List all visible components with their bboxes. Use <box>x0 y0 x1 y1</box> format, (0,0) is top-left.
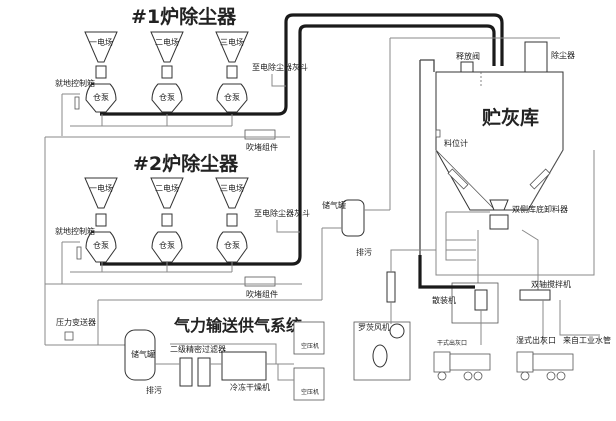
side-tank-icon <box>341 199 365 237</box>
side-air-tank: 储气罐 排污 <box>321 199 390 300</box>
boiler1-section: #1炉除尘器 一电场 仓泵 二电场 仓泵 三电场 仓泵 就地控制箱 至电 <box>45 5 308 152</box>
release-valve-label: 释放阀 <box>456 51 480 61</box>
boiler1-hopper-2: 二电场 仓泵 <box>150 31 184 113</box>
wet-truck-icon <box>516 351 574 381</box>
silencer-icon <box>386 271 396 303</box>
pump-label: 仓泵 <box>93 240 109 250</box>
boiler1-hopper-3: 三电场 仓泵 <box>215 31 249 113</box>
compressor-1-icon <box>293 321 325 355</box>
side-tank-label: 储气罐 <box>322 200 346 210</box>
local-control-label: 就地控制箱 <box>55 78 95 88</box>
boiler2-hopper-1: 一电场 仓泵 <box>84 177 118 263</box>
silo-title: 贮灰库 <box>481 106 539 129</box>
level-meter-label: 料位计 <box>444 138 468 148</box>
unloader-icon <box>489 214 509 230</box>
bulk-loader-icon <box>474 289 488 311</box>
side-drain-label: 排污 <box>356 247 372 257</box>
roots-blower-icon <box>389 323 405 339</box>
boiler2-hopper-3: 三电场 仓泵 <box>215 177 249 263</box>
air-tank-label: 储气罐 <box>131 349 155 359</box>
compressor-2-icon <box>293 367 325 401</box>
blowing-label: 吹堵组件 <box>246 142 278 152</box>
air-tank-icon <box>124 329 156 381</box>
hopper-label: 一电场 <box>89 37 113 47</box>
dust-collector-label: 除尘器 <box>551 50 575 60</box>
pump-label: 仓泵 <box>224 92 240 102</box>
roots-blower-label: 罗茨风机 <box>358 322 390 332</box>
pressure-transmitter-label: 压力变送器 <box>56 317 96 327</box>
boiler1-blowing-unit <box>244 129 276 140</box>
main-conveying-pipes <box>100 13 504 266</box>
air-tank-drain-label: 排污 <box>146 385 162 395</box>
dryer-icon <box>221 351 267 381</box>
pump-label: 仓泵 <box>93 92 109 102</box>
dry-truck-icon <box>433 351 491 381</box>
mixer-label: 双轴搅拌机 <box>531 279 571 289</box>
boiler2-hopper-2: 二电场 仓泵 <box>150 177 184 263</box>
hopper-label: 二电场 <box>155 37 179 47</box>
local-control-box <box>76 246 82 260</box>
to-hopper-label: 至电除尘器灰斗 <box>254 208 310 218</box>
hopper-label: 二电场 <box>155 183 179 193</box>
water-source-label: 来自工业水管 <box>563 335 611 345</box>
pressure-gauge-icon <box>64 331 74 341</box>
compressor-1-label: 空压机 <box>301 342 319 350</box>
local-control-box <box>74 96 80 110</box>
gas-supply-title: 气力输送供气系统 <box>173 316 302 335</box>
gas-supply-section: 气力输送供气系统 压力变送器 储气罐 排污 二级精密过滤器 冷冻干燥机 空压机 … <box>45 299 325 401</box>
pump-label: 仓泵 <box>159 92 175 102</box>
dry-outlet-label: 干式出灰口 <box>437 339 467 347</box>
dust-collector-icon <box>524 41 548 73</box>
silo-section: 贮灰库 释放阀 除尘器 料位计 双侧库底卸料器 双轴搅拌机 散装机 <box>353 37 611 381</box>
boiler1-hopper-1: 一电场 仓泵 <box>84 31 118 113</box>
unloader-label: 双侧库底卸料器 <box>512 204 568 214</box>
pump-label: 仓泵 <box>159 240 175 250</box>
boiler2-title: #2炉除尘器 <box>133 152 239 175</box>
pump-label: 仓泵 <box>224 240 240 250</box>
filter-2-icon <box>197 357 211 387</box>
hopper-label: 一电场 <box>89 183 113 193</box>
dryer-label: 冷冻干燥机 <box>230 382 270 392</box>
boiler2-section: #2炉除尘器 一电场 仓泵 二电场 仓泵 三电场 仓泵 就地控制箱 至电除尘器灰… <box>44 137 310 345</box>
blowing-label: 吹堵组件 <box>246 289 278 299</box>
local-control-label: 就地控制箱 <box>55 226 95 236</box>
filter-1-icon <box>179 357 193 387</box>
hopper-label: 三电场 <box>220 183 244 193</box>
boiler2-blowing-unit <box>244 276 276 287</box>
to-hopper-label: 至电除尘器灰斗 <box>252 62 308 72</box>
hopper-label: 三电场 <box>220 37 244 47</box>
filter-label: 二级精密过滤器 <box>170 344 226 354</box>
wet-outlet-label: 湿式出灰口 <box>516 335 556 345</box>
compressor-2-label: 空压机 <box>301 388 319 396</box>
bulk-loader-label: 散装机 <box>432 295 456 305</box>
release-valve-icon <box>460 61 474 73</box>
mixer-icon <box>519 289 551 301</box>
boiler1-title: #1炉除尘器 <box>131 5 237 28</box>
